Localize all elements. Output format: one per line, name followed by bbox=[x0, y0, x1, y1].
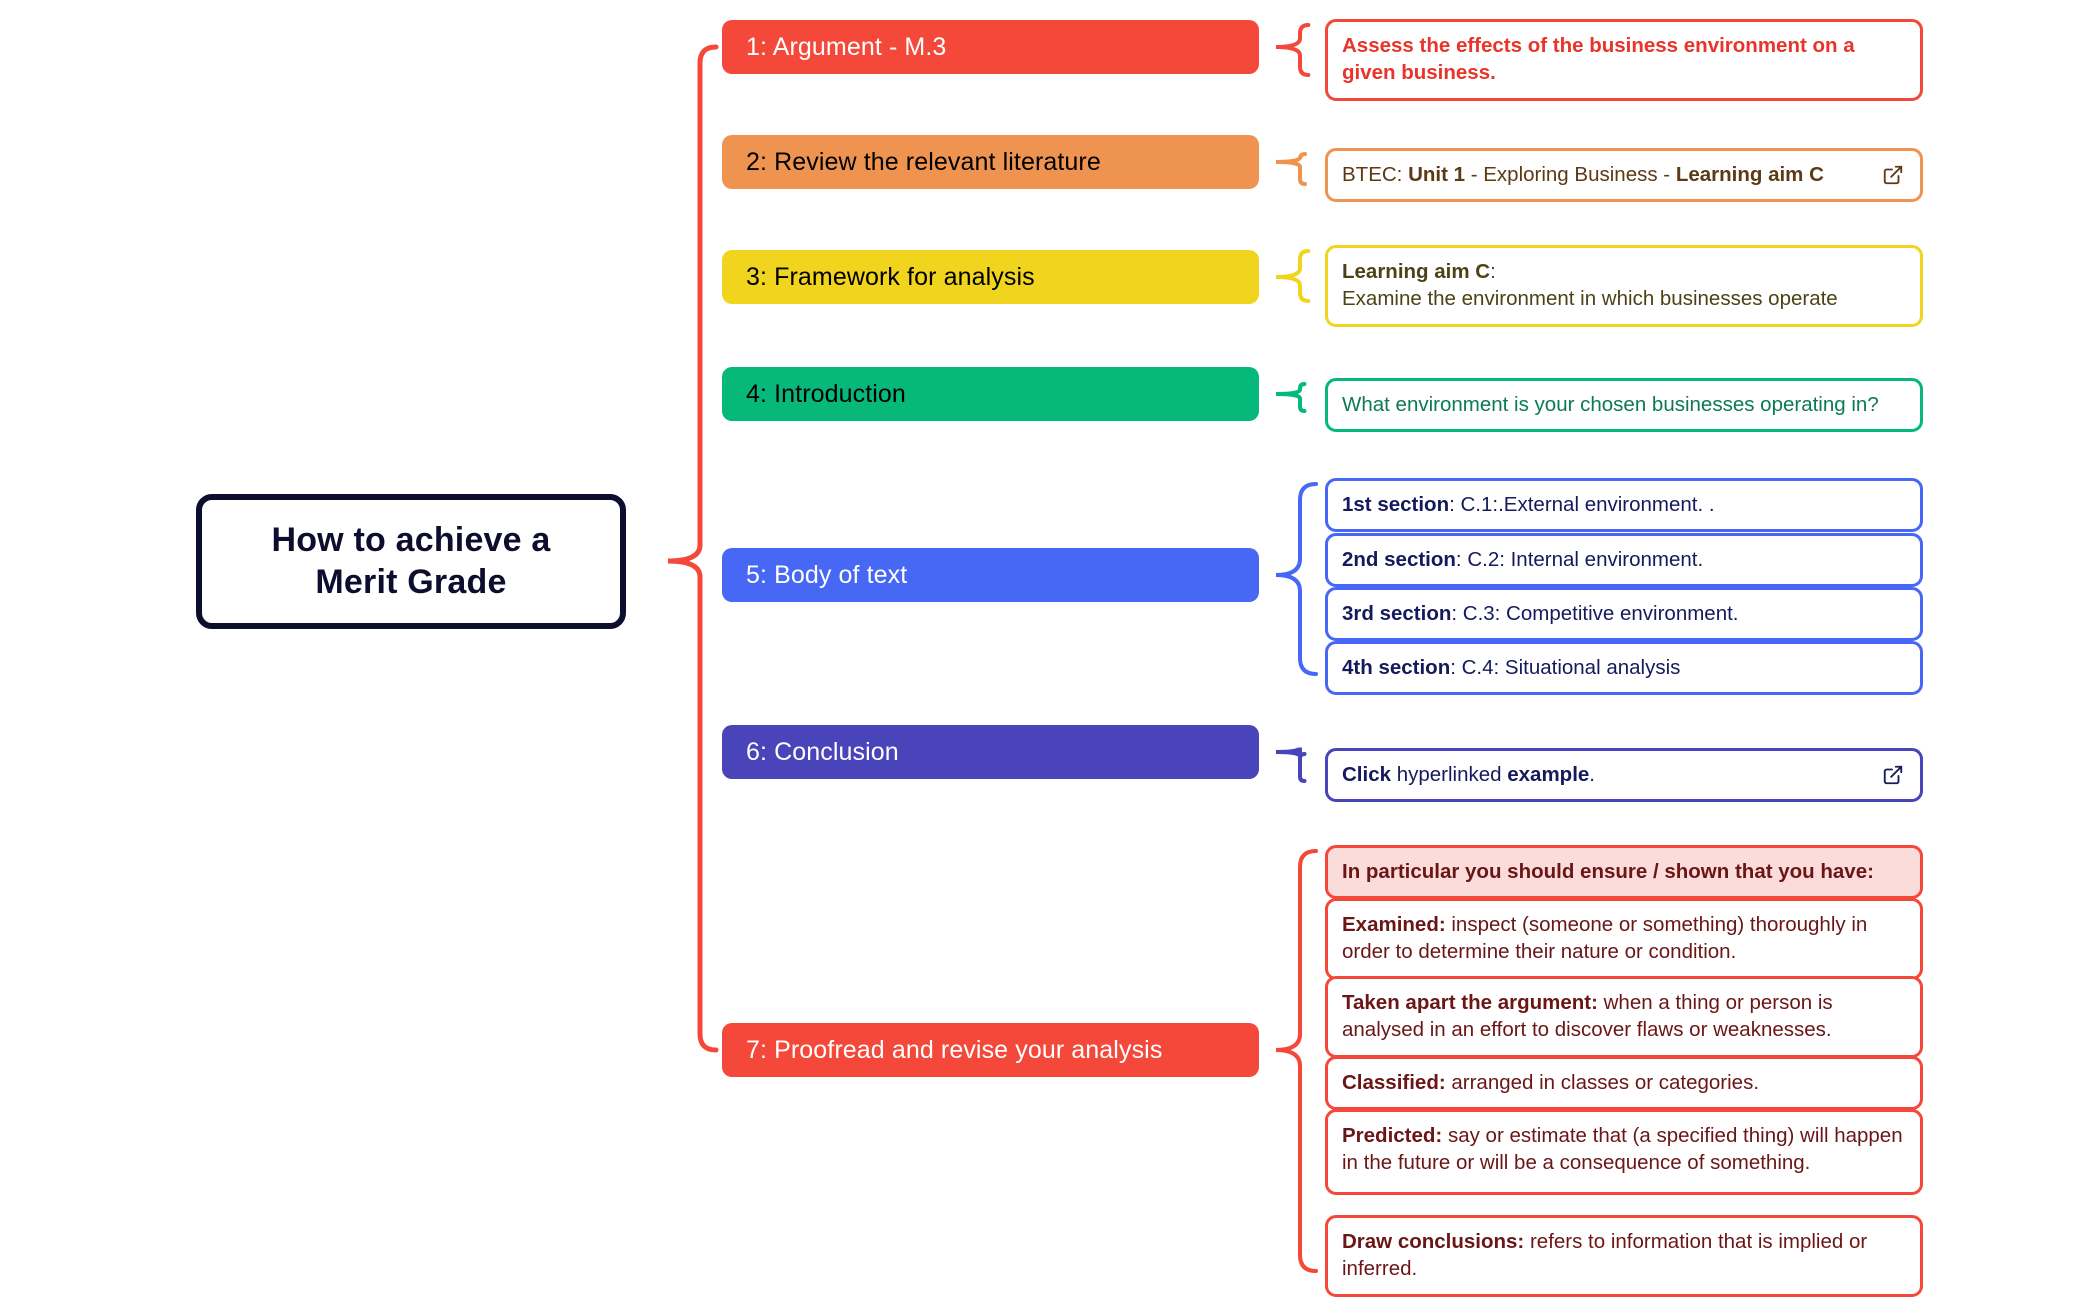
branch-brace-3 bbox=[1275, 249, 1311, 303]
stage-bar-6[interactable]: 6: Conclusion bbox=[722, 725, 1259, 779]
detail-card-text: BTEC: Unit 1 - Exploring Business - Lear… bbox=[1342, 163, 1824, 186]
stage-bar-3[interactable]: 3: Framework for analysis bbox=[722, 250, 1259, 304]
detail-card-taken-apart-the-argument[interactable]: Taken apart the argument: when a thing o… bbox=[1325, 976, 1923, 1058]
detail-card-text: Click hyperlinked example. bbox=[1342, 763, 1595, 786]
root-line-2: Merit Grade bbox=[315, 562, 507, 601]
detail-card-examined[interactable]: Examined: inspect (someone or something)… bbox=[1325, 898, 1923, 980]
detail-card-predicted[interactable]: Predicted: say or estimate that (a speci… bbox=[1325, 1109, 1923, 1195]
root-line-1: How to achieve a bbox=[271, 521, 551, 560]
detail-card-text: Learning aim C:Examine the environment i… bbox=[1342, 260, 1838, 311]
detail-card-in-particular[interactable]: In particular you should ensure / shown … bbox=[1325, 845, 1923, 900]
detail-card-section-2[interactable]: 2nd section: C.2: Internal environment. bbox=[1325, 533, 1923, 588]
detail-card-text: Classified: arranged in classes or categ… bbox=[1342, 1071, 1760, 1094]
detail-card-assess-effects[interactable]: Assess the effects of the business envir… bbox=[1325, 19, 1923, 101]
branch-brace-7 bbox=[1275, 849, 1318, 1273]
branch-brace-5 bbox=[1275, 482, 1318, 676]
stage-bar-label: 6: Conclusion bbox=[746, 737, 899, 766]
external-link-icon[interactable] bbox=[1882, 764, 1904, 786]
detail-card-click-example[interactable]: Click hyperlinked example. bbox=[1325, 748, 1923, 803]
stage-bar-label: 7: Proofread and revise your analysis bbox=[746, 1035, 1163, 1064]
stage-bar-2[interactable]: 2: Review the relevant literature bbox=[722, 135, 1259, 189]
detail-card-text: In particular you should ensure / shown … bbox=[1342, 860, 1874, 883]
detail-card-text: 1st section: C.1:.External environment. … bbox=[1342, 493, 1715, 516]
root-node[interactable]: How to achieve a Merit Grade bbox=[196, 494, 626, 629]
detail-card-text: Predicted: say or estimate that (a speci… bbox=[1342, 1124, 1903, 1175]
external-link-icon[interactable] bbox=[1882, 164, 1904, 186]
detail-card-section-3[interactable]: 3rd section: C.3: Competitive environmen… bbox=[1325, 587, 1923, 642]
detail-card-classified[interactable]: Classified: arranged in classes or categ… bbox=[1325, 1056, 1923, 1111]
stage-bar-label: 2: Review the relevant literature bbox=[746, 147, 1101, 176]
branch-brace-2 bbox=[1275, 152, 1307, 186]
stage-bar-label: 3: Framework for analysis bbox=[746, 262, 1035, 291]
stage-bar-label: 1: Argument - M.3 bbox=[746, 32, 947, 61]
detail-card-btec-unit1[interactable]: BTEC: Unit 1 - Exploring Business - Lear… bbox=[1325, 148, 1923, 203]
detail-card-text: Assess the effects of the business envir… bbox=[1342, 34, 1855, 85]
detail-card-learning-aim-c[interactable]: Learning aim C:Examine the environment i… bbox=[1325, 245, 1923, 327]
root-node-label: How to achieve a Merit Grade bbox=[271, 520, 550, 603]
stage-bar-label: 5: Body of text bbox=[746, 560, 908, 589]
detail-card-text: Examined: inspect (someone or something)… bbox=[1342, 913, 1868, 964]
detail-card-text: Draw conclusions: refers to information … bbox=[1342, 1230, 1868, 1281]
branch-brace-1 bbox=[1275, 23, 1311, 77]
detail-card-section-1[interactable]: 1st section: C.1:.External environment. … bbox=[1325, 478, 1923, 533]
stage-bar-4[interactable]: 4: Introduction bbox=[722, 367, 1259, 421]
detail-card-text: 2nd section: C.2: Internal environment. bbox=[1342, 548, 1704, 571]
detail-card-text: 3rd section: C.3: Competitive environmen… bbox=[1342, 602, 1739, 625]
root-brace bbox=[667, 44, 719, 1053]
detail-card-text: 4th section: C.4: Situational analysis bbox=[1342, 656, 1681, 679]
stage-bar-5[interactable]: 5: Body of text bbox=[722, 548, 1259, 602]
stage-bar-1[interactable]: 1: Argument - M.3 bbox=[722, 20, 1259, 74]
stage-bar-7[interactable]: 7: Proofread and revise your analysis bbox=[722, 1023, 1259, 1077]
branch-brace-6 bbox=[1275, 746, 1307, 783]
detail-card-what-environment[interactable]: What environment is your chosen business… bbox=[1325, 378, 1923, 433]
detail-card-text: Taken apart the argument: when a thing o… bbox=[1342, 991, 1833, 1042]
branch-brace-4 bbox=[1275, 382, 1307, 413]
detail-card-text: What environment is your chosen business… bbox=[1342, 393, 1879, 416]
stage-bar-label: 4: Introduction bbox=[746, 379, 906, 408]
detail-card-draw-conclusions[interactable]: Draw conclusions: refers to information … bbox=[1325, 1215, 1923, 1297]
detail-card-section-4[interactable]: 4th section: C.4: Situational analysis bbox=[1325, 641, 1923, 696]
